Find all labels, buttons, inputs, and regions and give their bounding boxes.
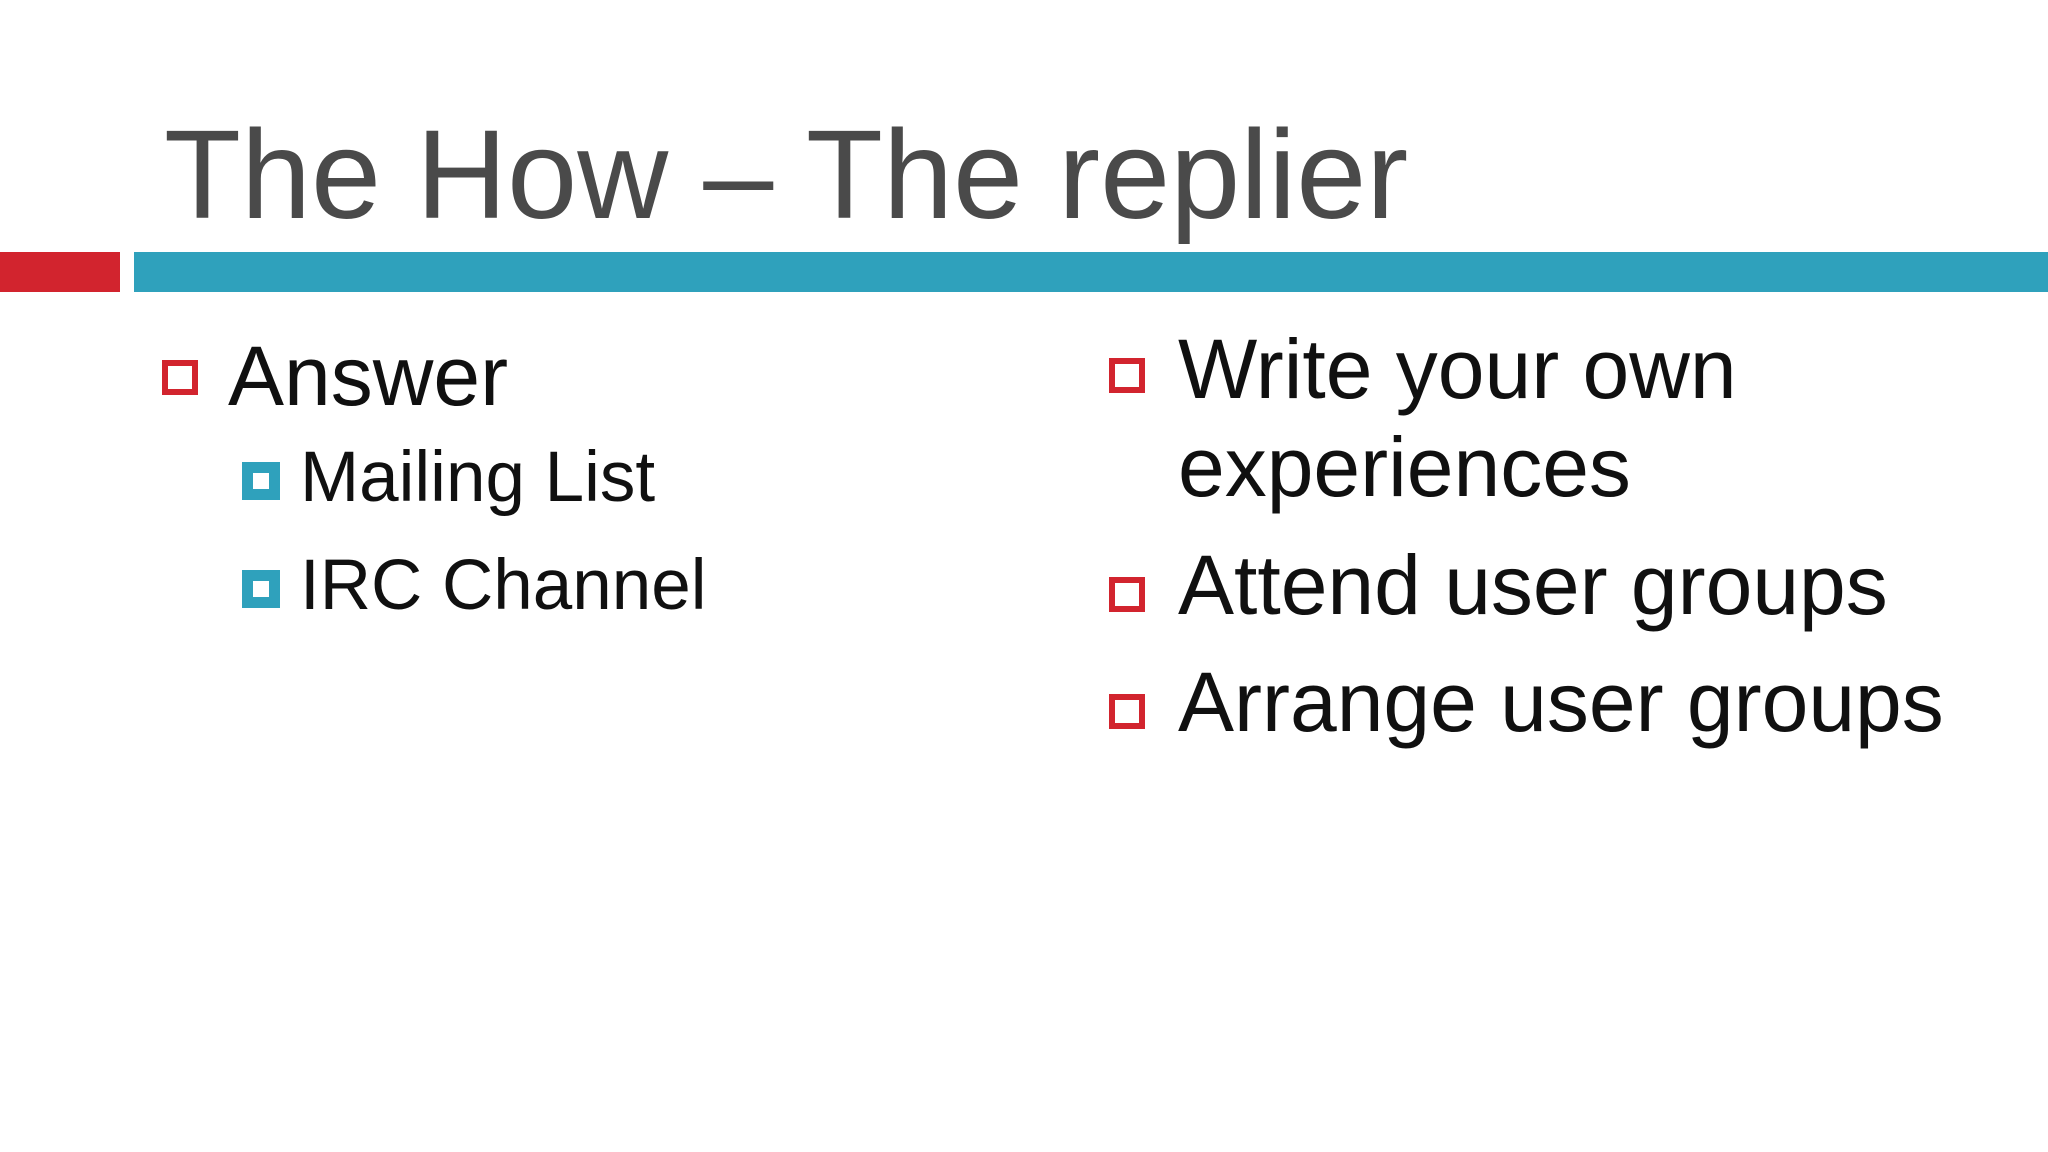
list-item-irc-channel: IRC Channel [300,546,707,625]
list-item-mailing-list: Mailing List [300,438,656,517]
list-item-answer: Answer [228,329,509,423]
list-item-write-experiences: Write your own experiences [1178,322,1737,514]
slide-title: The How – The replier [164,104,1409,245]
bullet-square-icon [1109,358,1145,393]
list-item-attend-user-groups: Attend user groups [1178,538,1888,632]
list-item-arrange-user-groups: Arrange user groups [1178,655,1944,749]
bullet-square-icon [1109,577,1145,612]
accent-bar-red-segment [0,252,120,292]
accent-bar-teal-segment [134,252,2048,292]
sub-bullet-square-icon [242,462,280,500]
sub-bullet-square-icon [242,570,280,608]
bullet-square-icon [1109,694,1145,729]
bullet-square-icon [162,360,198,395]
